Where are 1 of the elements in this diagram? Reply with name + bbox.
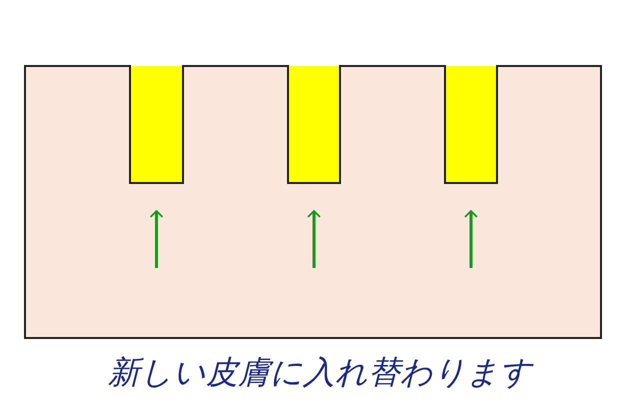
caption: 新しい皮膚に入れ替わります [107,352,534,393]
